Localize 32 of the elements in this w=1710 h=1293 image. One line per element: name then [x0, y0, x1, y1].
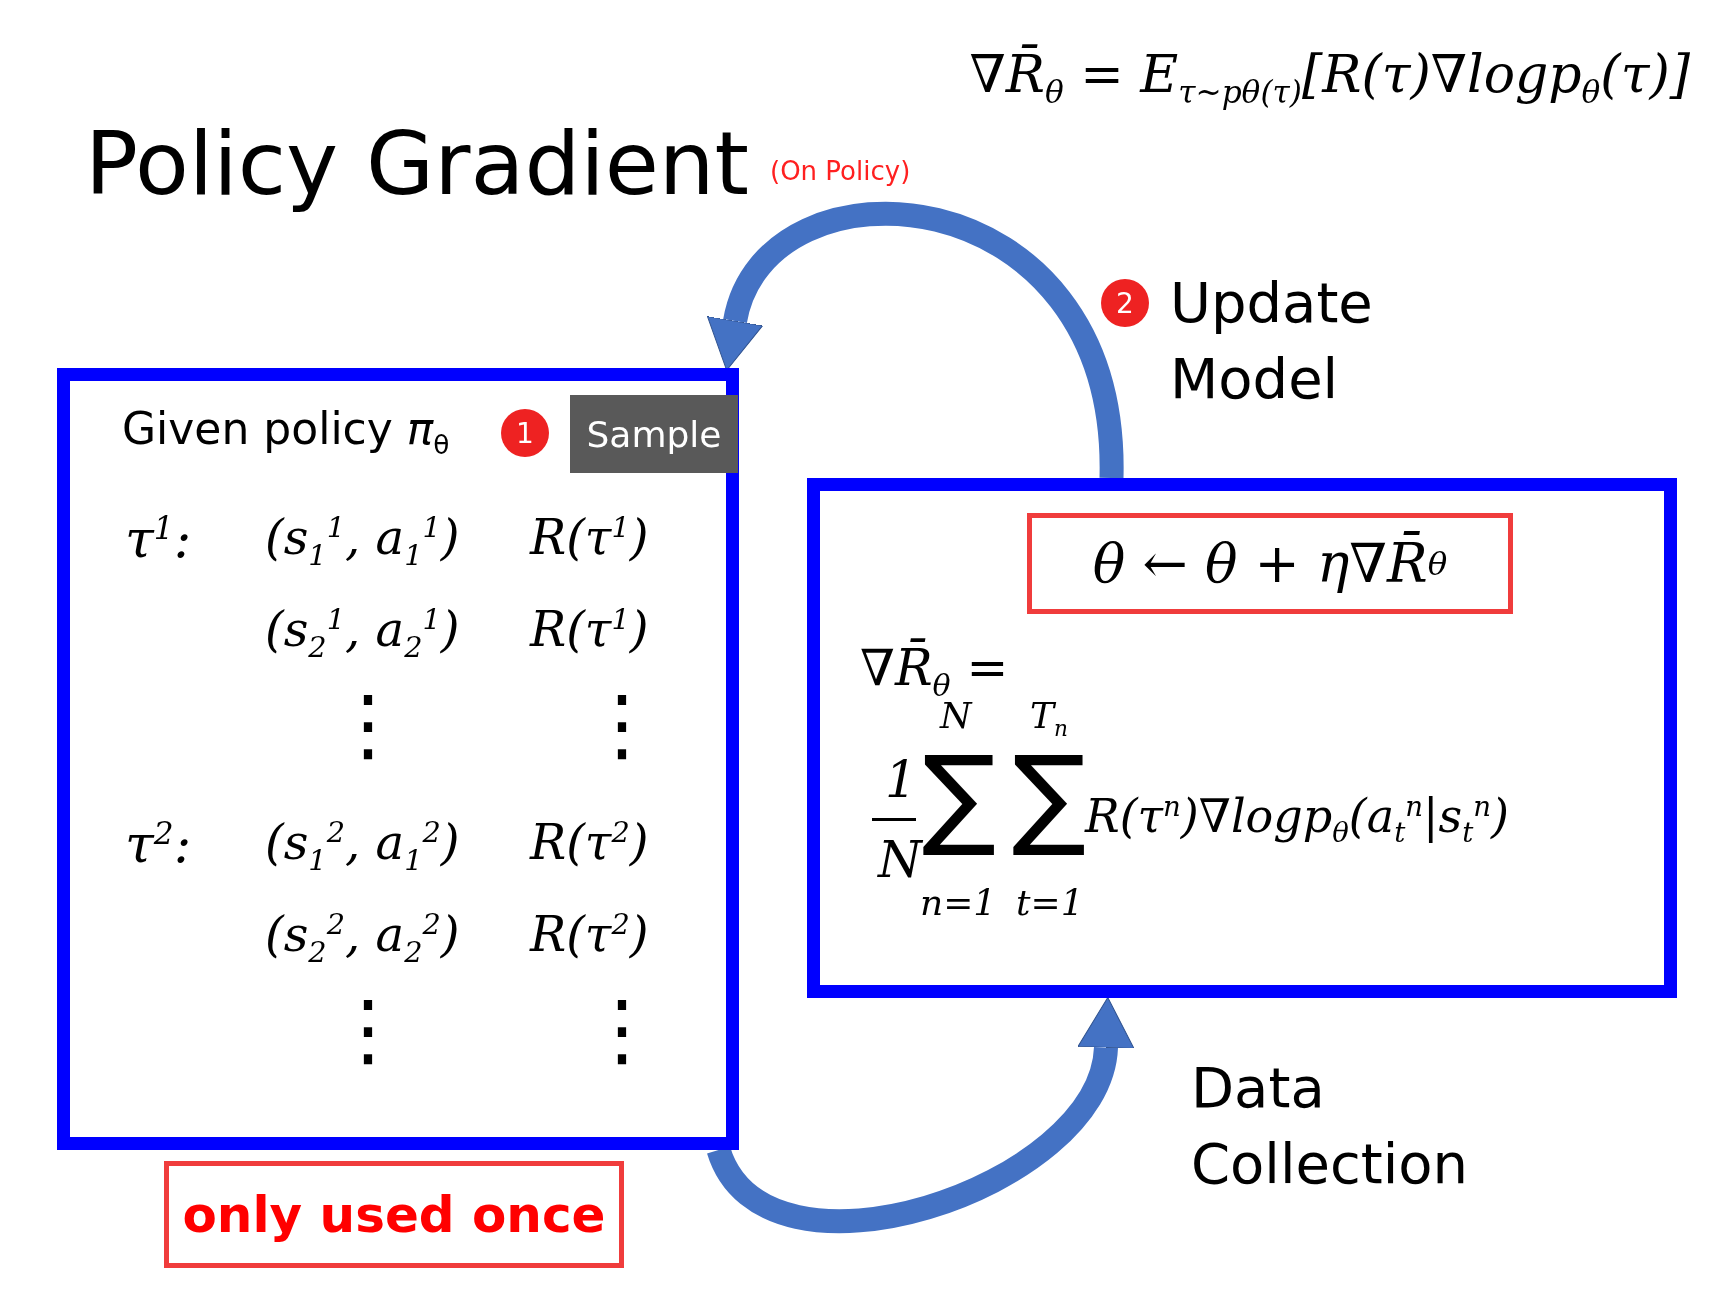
math-text: (s$_{2}$$^{2}$, a$_{2}$$^{2}$) — [265, 908, 460, 969]
math-text: (s$_{1}$$^{2}$, a$_{1}$$^{2}$) — [265, 816, 460, 877]
step-number-badge: 1 — [501, 409, 549, 457]
math-text: N — [878, 833, 922, 888]
frame-box — [57, 368, 739, 1150]
heading-text: Given policy π$_{θ}$ — [122, 405, 450, 459]
math-text: N — [940, 696, 972, 736]
note-box: only used once — [164, 1161, 624, 1268]
math-text: R(τ$^{1}$) — [530, 511, 649, 564]
math-text: ⋮ — [582, 681, 662, 769]
math-text: τ$^{2}$: — [125, 816, 192, 874]
math-text: 1 — [885, 753, 917, 808]
math-text: R(τ$^{n}$)∇logp$_{θ}$(a$_{t}$$^{n}$|s$_{t}$$^{n}$) — [1085, 791, 1509, 849]
math-text: ⋮ — [328, 681, 408, 769]
title: Policy Gradient — [85, 112, 750, 215]
subtitle-note: (On Policy) — [770, 156, 911, 186]
math-text: ⋮ — [582, 986, 662, 1074]
math-text: τ$^{1}$: — [125, 511, 192, 569]
formula-text: ∇R̄$_{θ}$ = E$_{τ~pθ(τ)}$[R(τ)∇logp$_{θ}$(τ)] — [969, 44, 1690, 111]
step-number-badge: 2 — [1101, 279, 1149, 327]
math-text: n=1 — [920, 883, 997, 923]
math-text: (s$_{1}$$^{1}$, a$_{1}$$^{1}$) — [265, 511, 460, 572]
math-text: T$_{n}$ — [1030, 696, 1068, 741]
math-text: R(τ$^{2}$) — [530, 908, 649, 961]
math-text: R(τ$^{2}$) — [530, 816, 649, 869]
math-text: t=1 — [1016, 883, 1084, 923]
frame-box — [807, 478, 1677, 998]
callout-tag: Sample — [570, 395, 738, 473]
math-text: (s$_{2}$$^{1}$, a$_{2}$$^{1}$) — [265, 603, 460, 664]
curved-arrow — [708, 201, 1124, 479]
math-text: ⋮ — [328, 986, 408, 1074]
math-text: R(τ$^{1}$) — [530, 603, 649, 656]
